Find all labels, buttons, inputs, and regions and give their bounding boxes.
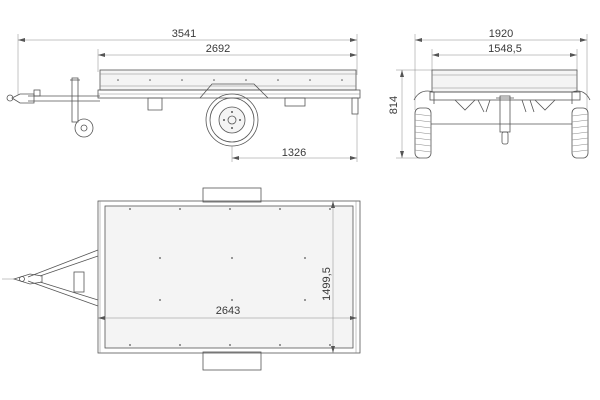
arrow-icon	[400, 151, 404, 158]
side-view: 3541 2692	[6, 28, 361, 162]
coupling-top	[12, 273, 43, 285]
bracket-left	[454, 99, 476, 111]
mudguard-right	[571, 90, 591, 104]
arrow-icon	[415, 38, 422, 42]
cargo-box-side	[99, 69, 357, 91]
front-chassis	[429, 91, 581, 101]
drawbar-arm-inner	[39, 255, 99, 277]
top-view: 2643 1499,5	[2, 187, 361, 371]
jockey-hub	[80, 124, 88, 132]
coupling-head	[11, 93, 35, 104]
bracket-right	[534, 99, 556, 111]
tyre-inner	[209, 97, 255, 143]
box-rivets	[117, 79, 343, 81]
front-view: 1920 1548,5 814	[388, 28, 591, 159]
cargo-box-top	[97, 200, 361, 354]
cargo-box-front	[431, 69, 578, 93]
drawbar-arm-bottom	[27, 280, 99, 307]
arrow-icon	[432, 53, 439, 57]
spring-holder	[284, 97, 306, 107]
fender-top	[202, 187, 262, 203]
tread-left	[414, 113, 432, 153]
wheel-hub	[227, 115, 237, 125]
dim-height: 814	[388, 96, 400, 114]
arrow-icon	[350, 38, 357, 42]
drawbar-arm-top	[27, 249, 99, 278]
arrow-icon	[350, 316, 357, 320]
dim-top-width: 1499,5	[321, 267, 333, 301]
coupling-front	[477, 99, 491, 113]
arrow-icon	[98, 53, 105, 57]
dim-box-width: 1548,5	[488, 43, 522, 55]
jockey-post	[71, 77, 79, 123]
wheel-left-icon	[414, 107, 432, 159]
wheel-rim	[218, 106, 246, 134]
dim-overall-width: 1920	[489, 28, 513, 40]
arrow-icon	[18, 38, 25, 42]
arrow-icon	[98, 316, 105, 320]
dim-axle-to-rear: 1326	[282, 147, 306, 159]
axle-bracket	[147, 97, 163, 111]
coupling-ball-icon	[6, 94, 14, 102]
arrow-icon	[232, 156, 239, 160]
dim-box-length: 2692	[206, 43, 230, 55]
mudguard	[199, 83, 269, 99]
drawbar-arm-inner	[39, 281, 99, 301]
arrow-icon	[350, 53, 357, 57]
coupling-handle	[33, 89, 41, 97]
arrow-icon	[331, 346, 335, 353]
wheel-bolts	[223, 111, 241, 129]
tread-right	[571, 113, 589, 153]
dim-overall-length: 3541	[172, 28, 196, 40]
mudguard-left	[413, 90, 435, 104]
arrow-icon	[400, 70, 404, 77]
coupling-ball-top-icon	[19, 276, 25, 282]
cargo-floor	[104, 205, 354, 349]
dim-top-length: 2643	[216, 305, 240, 317]
jockey-clamp-top	[73, 271, 85, 293]
arrow-icon	[331, 201, 335, 208]
arrow-icon	[580, 38, 587, 42]
wheel-right-icon	[571, 107, 589, 159]
arrow-icon	[570, 53, 577, 57]
jockey-wheel-front-icon	[501, 131, 509, 145]
fender-bottom	[202, 351, 262, 371]
floor-rivets	[129, 208, 331, 346]
rear-support	[351, 97, 359, 115]
jockey-wheel-icon	[74, 118, 94, 138]
arrow-icon	[350, 156, 357, 160]
coupling-front	[521, 99, 535, 113]
jockey-post-front	[499, 95, 511, 133]
